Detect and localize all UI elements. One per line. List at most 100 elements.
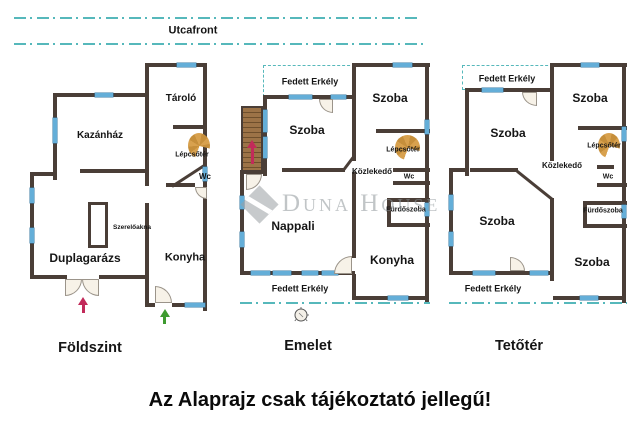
floor-label: Földszint	[58, 339, 122, 356]
room-label-lepcsoter: Lépcsőtér	[175, 151, 209, 159]
room-label-lepcsoter: Lépcsőtér	[386, 146, 420, 154]
straight-stair	[241, 106, 263, 172]
wall	[240, 170, 263, 174]
wall	[166, 183, 195, 187]
door	[334, 256, 352, 274]
window	[622, 205, 626, 218]
garage-door	[82, 279, 99, 296]
wall	[145, 63, 207, 67]
wall	[240, 170, 244, 275]
wall	[145, 63, 149, 186]
window	[53, 118, 57, 143]
window	[240, 196, 244, 209]
room-label-kozlekedo: Közlekedő	[351, 167, 393, 176]
wall	[80, 169, 149, 173]
compass-icon	[294, 307, 309, 322]
room-label-duplagarazs: Duplagarázs	[49, 251, 121, 265]
window	[449, 232, 453, 246]
window	[322, 271, 338, 275]
street-label: Utcafront	[168, 24, 218, 37]
wall	[449, 168, 469, 172]
wall	[393, 168, 430, 172]
wall	[282, 168, 345, 172]
window	[95, 93, 113, 97]
wall	[449, 271, 553, 275]
wall	[145, 203, 149, 307]
wall	[449, 168, 453, 275]
door	[319, 99, 333, 113]
room-label-wc: Wc	[403, 173, 415, 181]
room-label-fedett-erkely: Fedett Erkély	[281, 76, 339, 87]
balcony-guide-line	[449, 302, 627, 304]
wall	[387, 223, 430, 227]
room-label-tarolo: Tároló	[165, 93, 197, 104]
room-label-szoba: Szoba	[574, 255, 610, 269]
wall	[393, 181, 430, 185]
room-label-konyha: Konyha	[369, 253, 415, 267]
room-label-fedett-erkely: Fedett Erkély	[271, 283, 329, 294]
door	[155, 286, 172, 303]
street-guide-line	[14, 43, 424, 45]
wall	[597, 183, 627, 187]
window	[251, 271, 270, 275]
window	[273, 271, 291, 275]
room-label-szereloakna: Szerelőakna	[113, 223, 151, 231]
room-label-kazanhaz: Kazánház	[76, 130, 124, 141]
window	[530, 271, 548, 275]
door	[522, 92, 537, 106]
room-label-furdoszoba: Fürdőszoba	[583, 207, 623, 215]
window	[263, 137, 267, 158]
room-label-furdoszoba: Fürdőszoba	[386, 206, 426, 214]
window	[240, 232, 244, 247]
floor-label: Emelet	[284, 337, 332, 354]
wall	[30, 275, 67, 279]
wall	[240, 271, 355, 275]
spiral-stair-icon	[395, 135, 420, 160]
room-label-szoba: Szoba	[490, 126, 526, 140]
window	[449, 195, 453, 210]
room-label-kozlekedo: Közlekedő	[541, 161, 583, 170]
wall	[387, 198, 391, 227]
wall	[30, 172, 34, 279]
wall	[263, 95, 267, 176]
spiral-stair-icon	[598, 133, 620, 158]
window	[482, 88, 503, 92]
window	[581, 63, 599, 67]
street-guide-line	[14, 17, 418, 19]
window	[425, 203, 429, 216]
wall	[583, 201, 587, 228]
wall	[352, 63, 356, 161]
room-label-szoba: Szoba	[572, 91, 608, 105]
service-pit	[88, 202, 108, 248]
window	[30, 188, 34, 203]
wall	[583, 201, 627, 205]
window	[580, 296, 598, 300]
door	[195, 187, 207, 199]
room-label-lepcsoter: Lépcsőtér	[587, 142, 621, 150]
wall	[583, 224, 627, 228]
wall	[355, 63, 430, 67]
wall	[597, 165, 614, 169]
garage-door	[65, 279, 82, 296]
wall	[470, 168, 518, 172]
wall	[465, 88, 469, 176]
window	[425, 120, 429, 134]
wall	[99, 275, 149, 279]
window	[393, 63, 412, 67]
wall	[387, 198, 430, 202]
floorplan-emelet: Fedett Erkély Szoba Szoba Lépcsőtér Közl…	[238, 60, 433, 360]
room-label-fedett-erkely: Fedett Erkély	[464, 283, 522, 294]
room-label-wc: Wc	[199, 172, 211, 181]
wall	[578, 126, 627, 130]
floor-label: Tetőtér	[494, 337, 544, 354]
window	[622, 127, 626, 141]
spiral-stair-icon	[188, 133, 210, 158]
window	[203, 167, 207, 181]
window	[263, 110, 267, 132]
door	[246, 174, 262, 190]
room-label-fedett-erkely: Fedett Erkély	[478, 73, 536, 84]
wall	[352, 274, 356, 300]
wall-diagonal	[516, 170, 554, 201]
window	[388, 296, 408, 300]
